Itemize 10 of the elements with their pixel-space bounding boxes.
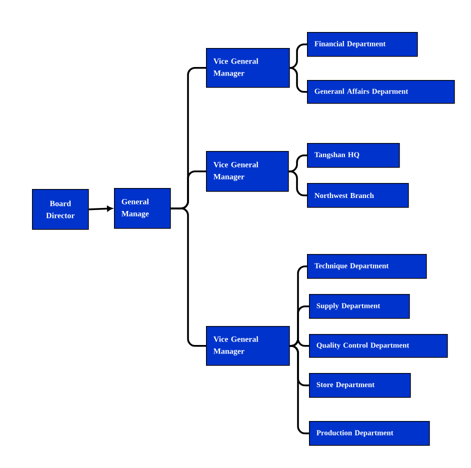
connector-line [170,207,206,347]
org-box: Vice General Manager [206,326,290,366]
org-box: Vice General Manager [206,48,290,88]
org-box: General Manage [114,188,171,229]
connector-line [288,154,307,172]
connector-line [290,338,309,347]
connector-line [290,344,309,434]
org-box: Board Director [32,188,89,230]
arrow [88,206,112,212]
org-box: Vice General Manager [206,150,289,192]
